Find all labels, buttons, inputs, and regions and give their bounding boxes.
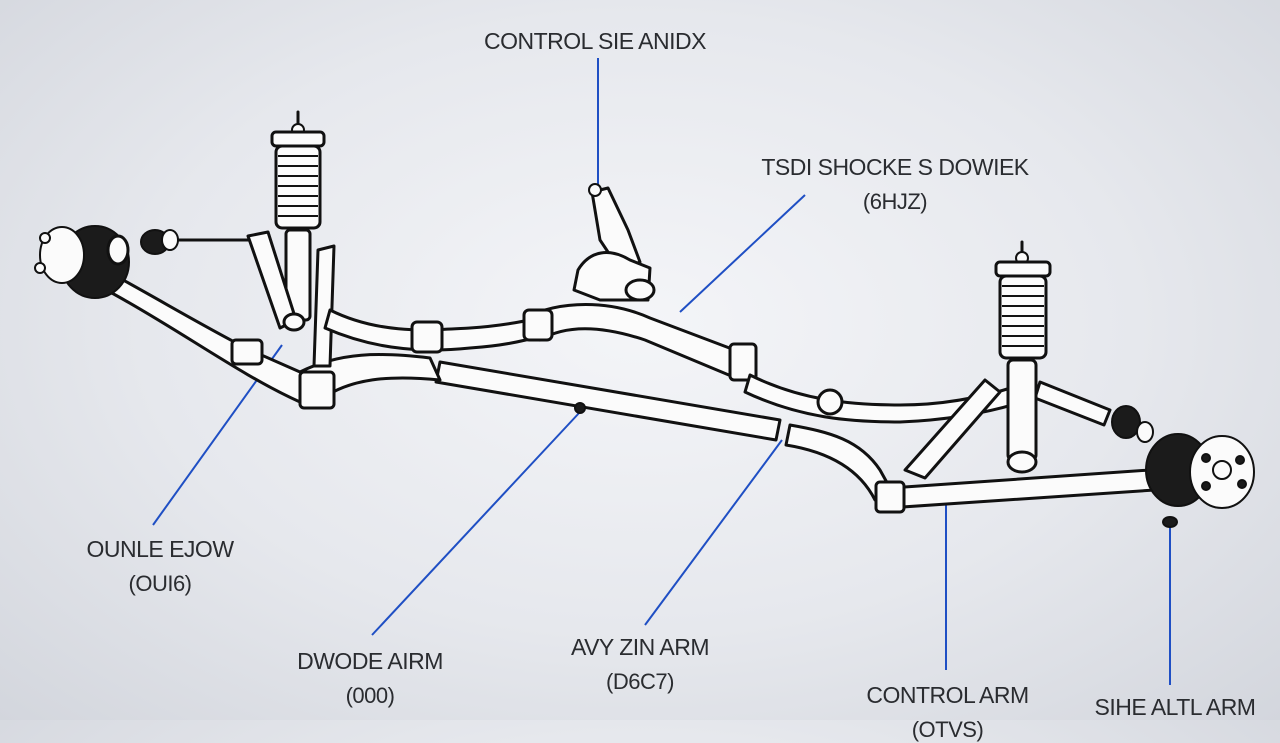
label-bottom-mid-title: AVY ZIN ARM	[570, 634, 710, 660]
label-bottom-right-sub: (OTVS)	[911, 717, 984, 742]
left-spring	[274, 144, 322, 230]
label-bottom-left: DWODE AIRM (000)	[280, 648, 460, 709]
label-bottom-mid-sub: (D6C7)	[606, 669, 674, 694]
label-upper-right-sub: (6HJZ)	[862, 189, 928, 214]
leader-upper-right	[679, 194, 806, 313]
label-far-right-title: SIHE ALTL ARM	[1094, 694, 1256, 720]
label-bottom-left-sub: (000)	[345, 683, 395, 708]
right-hub	[1111, 405, 1255, 528]
label-top: CONTROL SIE ANIDX	[470, 28, 720, 55]
label-left: OUNLE EJOW (OUI6)	[70, 536, 250, 597]
label-far-right: SIHE ALTL ARM	[1075, 694, 1275, 721]
leader-bottom-left	[371, 411, 581, 636]
label-bottom-right: CONTROL ARM (OTVS)	[850, 682, 1045, 743]
center-right-arm	[522, 303, 1024, 424]
left-strut	[246, 110, 336, 368]
left-lower-arm	[103, 268, 442, 410]
right-strut	[994, 240, 1052, 474]
suspension-diagram	[34, 58, 1255, 685]
right-spring	[998, 274, 1048, 360]
label-bottom-right-title: CONTROL ARM	[866, 682, 1029, 708]
label-top-title: CONTROL SIE ANIDX	[484, 28, 706, 54]
label-left-sub: (OUI6)	[128, 571, 193, 596]
label-bottom-left-title: DWODE AIRM	[297, 648, 443, 674]
bolt-marker	[574, 402, 586, 414]
leader-lines	[152, 58, 1171, 685]
label-upper-right-title: TSDI SHOCKE S DOWIEK	[761, 154, 1029, 180]
left-tie-rod-end	[140, 229, 252, 255]
leader-bottom-mid	[644, 439, 783, 626]
label-bottom-mid: AVY ZIN ARM (D6C7)	[550, 634, 730, 695]
label-left-title: OUNLE EJOW	[86, 536, 234, 562]
label-upper-right: TSDI SHOCKE S DOWIEK (6HJZ)	[740, 154, 1050, 215]
left-hub	[34, 225, 130, 299]
